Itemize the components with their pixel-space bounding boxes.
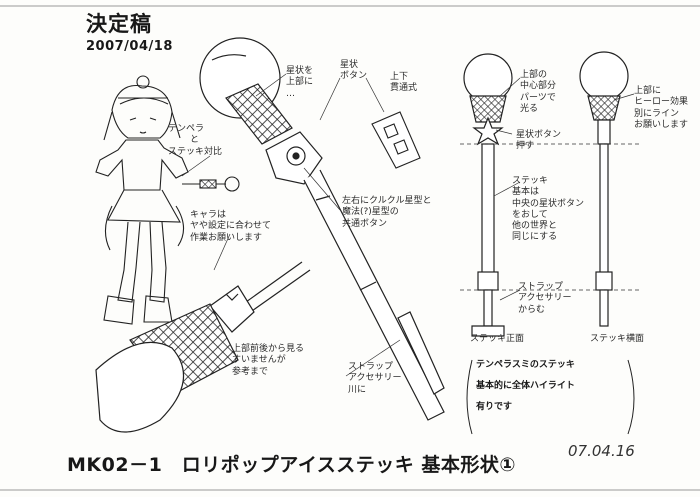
side-view-label: ステッキ横面 [590, 334, 645, 344]
note-line: 中心部分 [520, 81, 557, 92]
note-line: テンペラ [168, 124, 205, 134]
note-line: 別にライン [634, 108, 680, 119]
note-line: をおして [512, 209, 548, 220]
character-figure [95, 75, 240, 325]
note-line: 同じにする [512, 232, 558, 243]
note-line: と [190, 135, 200, 146]
highlight-note-line3: 有りです [476, 402, 513, 412]
note-line: パーツで [520, 92, 556, 103]
note-line: 押す [516, 141, 535, 152]
note-line: 貫通式 [390, 83, 418, 94]
note-line: アクセサリー [518, 293, 572, 304]
note-line: ステッキ [512, 176, 549, 186]
note-line: 星状 [340, 60, 359, 70]
note-character: キャラは ヤや設定に合わせて 作業お願いします [190, 210, 271, 244]
note-line: お願いします [634, 119, 689, 130]
note-line: 上部に [286, 77, 314, 88]
note-line: 作業お願いします [190, 232, 263, 243]
note-line: 星状を [286, 66, 314, 76]
note-line: 星状ボタン [516, 130, 562, 140]
front-view-stick [463, 53, 513, 337]
diagonal-stick-top [199, 37, 445, 421]
note-line: 魔法(?)星型の [342, 207, 399, 218]
note-character-compare: テンペラ と ステッキ対比 [168, 124, 222, 158]
note-line: 上部前後から見る [232, 344, 305, 354]
note-line: ヤや設定に合わせて [190, 221, 272, 232]
note-line: 参考まで [232, 366, 269, 377]
note-swirl-button: 左右にクルクル星型と 魔法(?)星型の 共通ボタン [342, 196, 431, 230]
signature-date: 07.04.16 [568, 442, 635, 460]
note-strap: ストラップ アクセサリー からむ [518, 282, 572, 316]
note-line: 中央の星状ボタン [512, 198, 585, 209]
note-line: 上下 [390, 72, 409, 82]
note-button: 星状ボタン 押す [516, 130, 561, 153]
note-line: 上部の [520, 70, 548, 80]
note-stick: ステッキ 基本は 中央の星状ボタン をおして 他の世界と 同じにする [512, 176, 584, 244]
note-line: すいませんが [232, 355, 286, 366]
highlight-note: テンペラスミのステッキ 基本的に全体ハイライト 有りです [476, 361, 616, 424]
note-line: からむ [518, 304, 546, 315]
note-strap-bottom: ストラップ アクセサリー 川に [348, 362, 402, 396]
note-line: 光る [520, 103, 539, 114]
note-line: 他の世界と [512, 221, 558, 231]
sheet-caption: MK02－1 ロリポップアイスステッキ 基本形状① [67, 454, 516, 476]
highlight-note-line1: テンペラスミのステッキ [476, 360, 575, 370]
note-bottom-left: 上部前後から見る すいませんが 参考まで [232, 344, 304, 378]
note-line: 共通ボタン [342, 218, 388, 229]
note-line: 左右にクルクル星型と [342, 196, 432, 206]
note-line: 上部に [634, 86, 662, 96]
sheet-date: 2007/04/18 [86, 39, 173, 54]
note-line: 基本は [512, 187, 540, 198]
note-holes: 上下 貫通式 [390, 72, 417, 95]
note-line: アクセサリー [348, 373, 402, 384]
diagonal-stick-bottom [95, 261, 311, 433]
note-line: ヒーロー効果 [634, 97, 689, 108]
highlight-note-line2: 基本的に全体ハイライト [476, 381, 575, 391]
note-line: ストラップ [518, 282, 564, 292]
note-star-top: 星状を 上部に … [286, 66, 313, 100]
note-line: キャラは [190, 210, 227, 220]
sheet-title: 決定稿 [86, 12, 152, 36]
note-right-top: 上部に ヒーロー効果 別にライン お願いします [634, 86, 688, 131]
note-top-part: 上部の 中心部分 パーツで 光る [520, 70, 556, 115]
note-star-button: 星状 ボタン [340, 60, 367, 83]
note-line: ストラップ [348, 362, 394, 372]
note-line: … [286, 88, 295, 99]
note-line: ボタン [340, 71, 368, 82]
note-line: 川に [348, 384, 367, 395]
clip-detail [371, 111, 421, 169]
front-view-label: ステッキ正面 [470, 334, 525, 344]
note-line: ステッキ対比 [168, 146, 223, 157]
side-view-stick [579, 51, 629, 327]
